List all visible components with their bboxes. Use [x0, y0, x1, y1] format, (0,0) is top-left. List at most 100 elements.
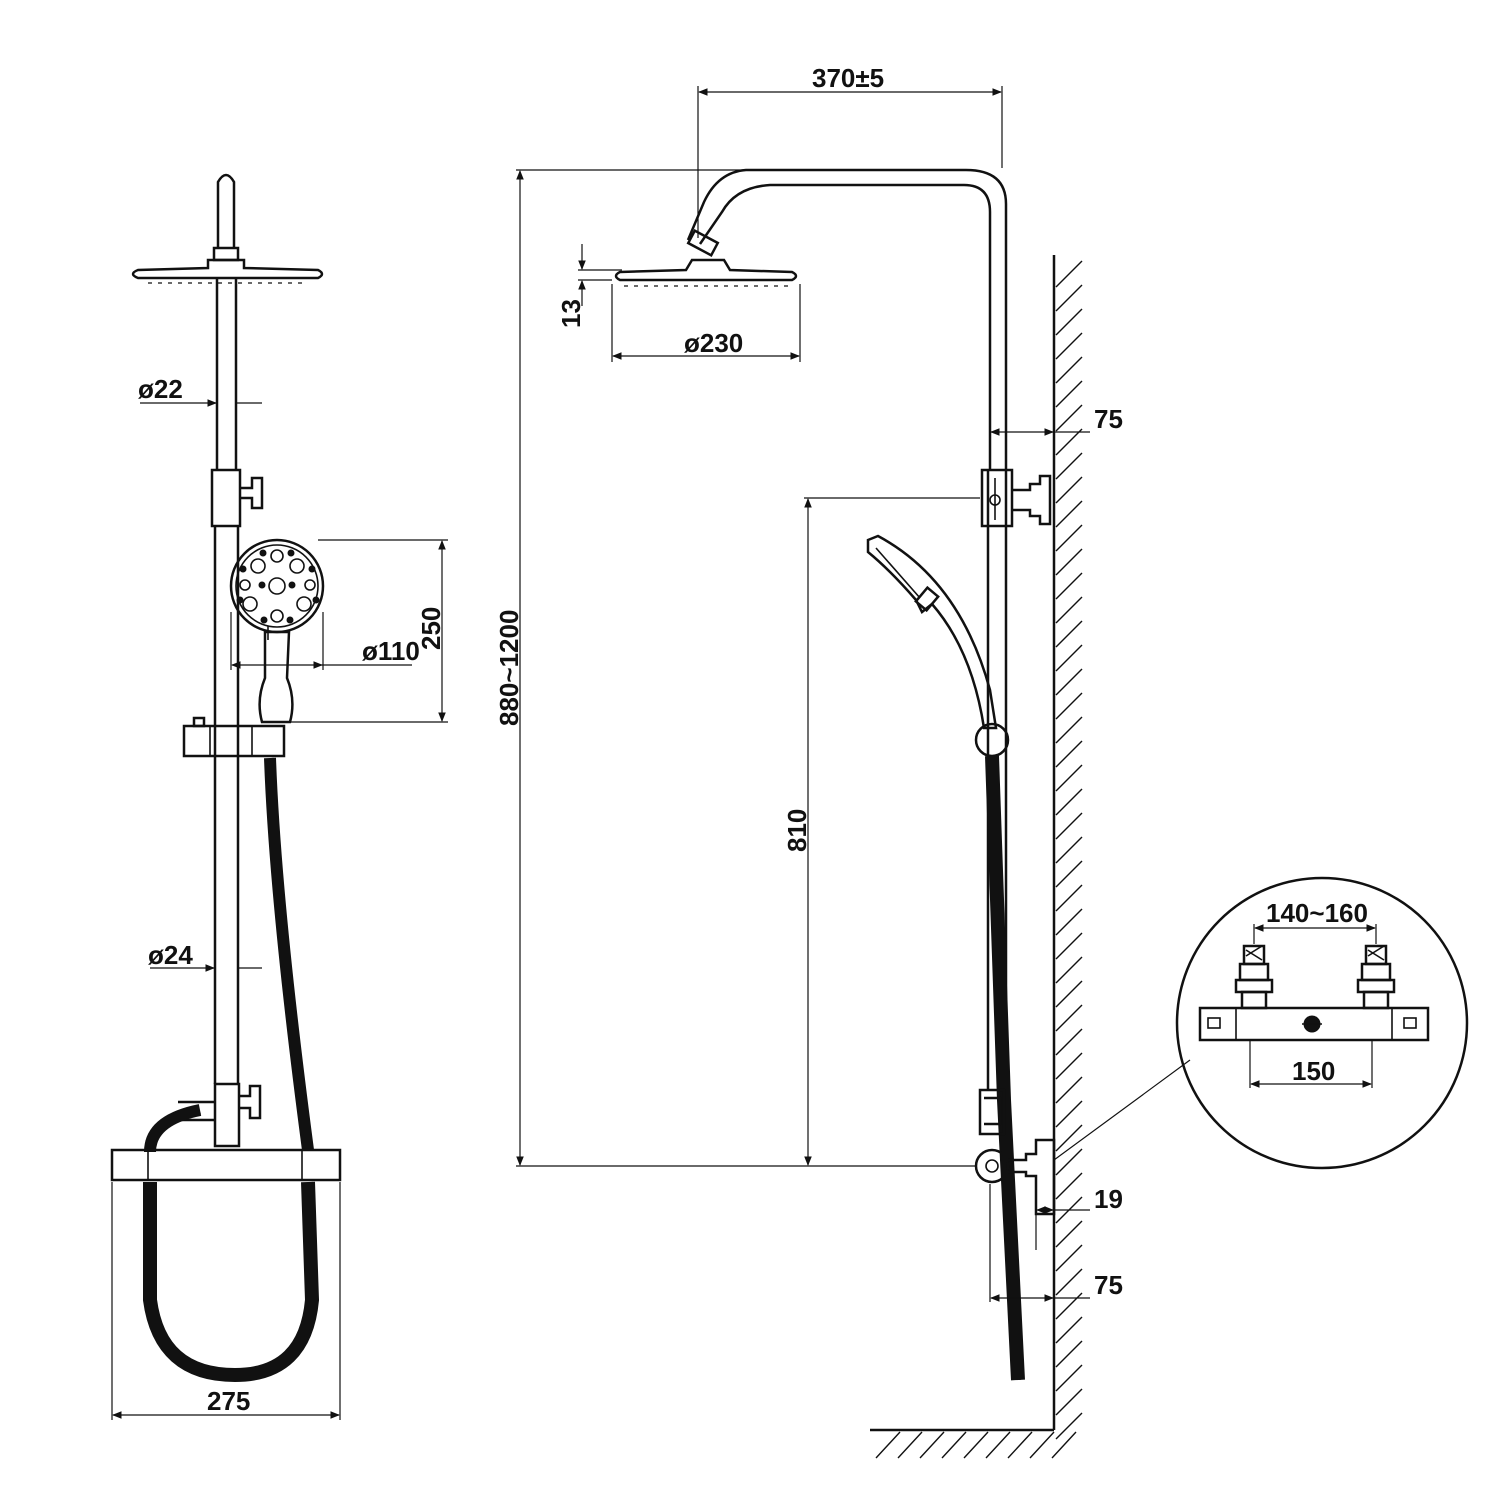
floor-hatch-line	[1007, 1431, 1033, 1459]
floor-hatch-line	[1051, 1431, 1077, 1459]
side-diverter	[978, 1088, 1006, 1136]
detail-left-inlet	[1234, 944, 1274, 1010]
detail-view: 140~160 150	[1175, 876, 1469, 1170]
wall-hatch-line	[1055, 332, 1083, 360]
wall-hatch-line	[1055, 884, 1083, 912]
wall-hatch-line	[1055, 284, 1083, 312]
wall-hatch-line	[1055, 260, 1083, 288]
front-adjust-knob	[240, 476, 264, 510]
side-rain-head	[614, 258, 798, 282]
dim-inlet-centres: 140~160	[1266, 898, 1368, 928]
front-slider	[182, 724, 286, 758]
side-top-collar	[980, 468, 1014, 528]
dim-pipe-upper-dia: ø22	[138, 374, 183, 404]
detail-circle	[1175, 876, 1469, 1170]
hand-shower-nozzles	[236, 549, 320, 624]
wall-hatch-line	[1055, 980, 1083, 1008]
wall-hatch-line	[1055, 356, 1083, 384]
wall-hatch-line	[1055, 764, 1083, 792]
detail-right-inlet	[1356, 944, 1396, 1010]
wall-hatch-line	[1055, 308, 1083, 336]
dim-hand-shower-height: 250	[416, 607, 446, 650]
side-hand-shower	[866, 534, 998, 730]
front-rain-head	[131, 258, 324, 280]
dim-head-thickness: 13	[556, 299, 586, 328]
wall-hatch-line	[1055, 1292, 1083, 1320]
wall-hatch-line	[1055, 1412, 1083, 1440]
wall-hatch-line	[1055, 1316, 1083, 1344]
floor-hatch-line	[963, 1431, 989, 1459]
wall-hatch-line	[1055, 404, 1083, 432]
wall-hatch-line	[1055, 1364, 1083, 1392]
wall-hatch-line	[1055, 860, 1083, 888]
wall-hatch-line	[1055, 740, 1083, 768]
wall-hatch-line	[1055, 1388, 1083, 1416]
wall-hatch-line	[1055, 1052, 1083, 1080]
side-shower-arm	[698, 183, 992, 470]
side-view: 370±5 13 ø230 75	[494, 63, 1191, 1459]
side-arm-connector	[686, 229, 720, 257]
wall-hatch-line	[1055, 644, 1083, 672]
wall-hatch-line	[1055, 1124, 1083, 1152]
front-hand-shower-head	[229, 538, 325, 634]
dim-mixer-offset: 19	[1094, 1184, 1123, 1214]
front-adjust-collar	[210, 468, 242, 528]
side-mixer-bracket	[1008, 1138, 1056, 1216]
dim-bracket-spacing: 150	[1292, 1056, 1335, 1086]
wall-hatch-line	[1055, 668, 1083, 696]
dim-wall-offset-bottom: 75	[1094, 1270, 1123, 1300]
wall-hatch-line	[1055, 428, 1083, 456]
dim-hand-shower-dia: ø110	[362, 636, 420, 666]
dim-total-height: 880~1200	[494, 610, 524, 726]
dim-slider-height: 810	[782, 809, 812, 852]
wall-hatch-line	[1055, 1340, 1083, 1368]
wall-hatch-line	[1055, 1076, 1083, 1104]
wall-hatch-line	[1055, 1004, 1083, 1032]
front-arm-collar	[212, 246, 240, 262]
side-top-bracket	[1012, 474, 1052, 526]
wall-hatch-line	[1055, 932, 1083, 960]
floor-hatch-line	[875, 1431, 901, 1459]
wall-hatch-line	[1055, 788, 1083, 816]
wall-hatch-line	[1055, 908, 1083, 936]
wall-hatch-line	[1055, 692, 1083, 720]
dim-head-dia: ø230	[684, 328, 743, 358]
floor-hatch-line	[919, 1431, 945, 1459]
wall-hatching	[1055, 260, 1083, 1440]
floor-hatch-line	[941, 1431, 967, 1459]
dim-pipe-lower-dia: ø24	[148, 940, 193, 970]
wall-hatch-line	[1055, 1172, 1083, 1200]
floor-hatching	[875, 1431, 1077, 1459]
wall-hatch-line	[1055, 1268, 1083, 1296]
front-hand-shower-handle	[258, 630, 294, 724]
dim-wall-offset-top: 75	[1094, 404, 1123, 434]
detail-mixer-body	[1198, 1006, 1430, 1042]
front-hose-loop	[143, 1181, 320, 1383]
wall-hatch-line	[1055, 572, 1083, 600]
wall-hatch-line	[1055, 476, 1083, 504]
wall-hatch-line	[1055, 836, 1083, 864]
wall-hatch-line	[1055, 380, 1083, 408]
front-view: ø22 ø24	[110, 173, 448, 1420]
wall-hatch-line	[1055, 812, 1083, 840]
wall-hatch-line	[1055, 956, 1083, 984]
floor-hatch-line	[897, 1431, 923, 1459]
wall-hatch-line	[1055, 548, 1083, 576]
wall-hatch-line	[1055, 1244, 1083, 1272]
wall-hatch-line	[1055, 1028, 1083, 1056]
wall-hatch-line	[1055, 452, 1083, 480]
wall-hatch-line	[1055, 596, 1083, 624]
wall-hatch-line	[1055, 620, 1083, 648]
floor-hatch-line	[985, 1431, 1011, 1459]
dim-arm-length: 370±5	[812, 63, 884, 93]
front-diverter	[213, 1082, 241, 1148]
front-arm-top	[216, 173, 236, 248]
wall-hatch-line	[1055, 1148, 1083, 1176]
detail-leader	[1053, 1059, 1191, 1161]
wall-hatch-line	[1055, 500, 1083, 528]
front-mixer-body	[110, 1148, 342, 1182]
wall-hatch-line	[1055, 1220, 1083, 1248]
wall-hatch-line	[1055, 524, 1083, 552]
wall-hatch-line	[1055, 716, 1083, 744]
